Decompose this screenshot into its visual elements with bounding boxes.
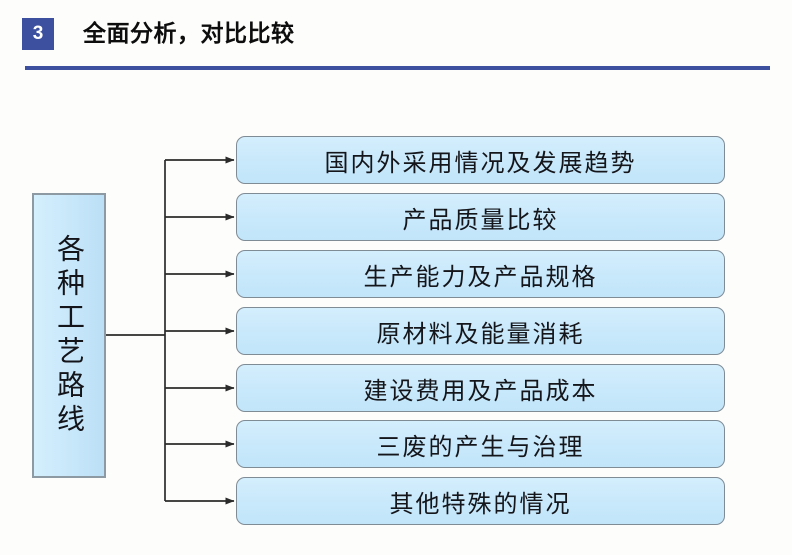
root-node[interactable]: 各种工艺路线 [32, 193, 106, 478]
slide-header: 3 全面分析，对比比较 [0, 0, 792, 72]
header-divider [25, 66, 770, 70]
branch-node-label: 其他特殊的情况 [389, 489, 572, 518]
branch-node-label: 原材料及能量消耗 [376, 319, 585, 348]
branch-node-2[interactable]: 产品质量比较 [236, 193, 725, 241]
branch-node-label: 建设费用及产品成本 [363, 376, 598, 405]
branch-node-1[interactable]: 国内外采用情况及发展趋势 [236, 136, 725, 184]
root-node-label: 各种工艺路线 [53, 233, 86, 438]
page-title: 全面分析，对比比较 [83, 21, 295, 47]
branch-node-4[interactable]: 原材料及能量消耗 [236, 307, 725, 355]
section-number-badge: 3 [22, 18, 54, 50]
branch-node-5[interactable]: 建设费用及产品成本 [236, 364, 725, 412]
process-comparison-diagram: 各种工艺路线 国内外采用情况及发展趋势 产品质量比较 生产能力及产品规格 原材料… [0, 72, 792, 555]
branch-node-label: 产品质量比较 [402, 205, 559, 234]
branch-node-6[interactable]: 三废的产生与治理 [236, 420, 725, 468]
branch-node-label: 三废的产生与治理 [376, 432, 585, 461]
branch-node-label: 生产能力及产品规格 [363, 262, 598, 291]
branch-node-label: 国内外采用情况及发展趋势 [324, 148, 637, 177]
branch-node-3[interactable]: 生产能力及产品规格 [236, 250, 725, 298]
branch-node-7[interactable]: 其他特殊的情况 [236, 477, 725, 525]
